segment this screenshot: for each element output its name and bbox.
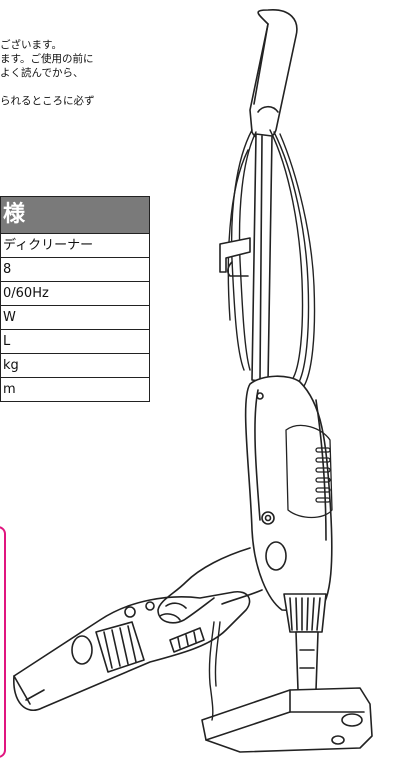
spec-row-power-consumption: W (1, 306, 149, 330)
spec-row-product-name: ディクリーナー (1, 234, 149, 258)
spec-row-capacity: L (1, 330, 149, 354)
dust-cup-filter (265, 541, 327, 633)
intro-line: られるところに必ず (0, 95, 95, 107)
floor-neck (295, 631, 319, 691)
intro-line: ございます。 (0, 39, 62, 51)
intro-line: ます。ご使用の前に (0, 53, 94, 65)
spec-table-header: 様 (1, 197, 149, 234)
handheld-vacuum-unit (13, 590, 251, 711)
intro-line: よく読んでから、 (0, 67, 84, 79)
spec-row-model: 8 (1, 258, 149, 282)
handle-grip (249, 9, 298, 141)
specifications-table: 様 ディクリーナー 8 0/60Hz W L kg m (0, 196, 150, 402)
vacuum-main-body (244, 375, 333, 613)
cord-hook (219, 237, 251, 277)
body-vent-slots (285, 424, 333, 519)
spec-row-cord-length: m (3, 382, 16, 397)
spec-row-power-frequency: 0/60Hz (1, 282, 149, 306)
wrapped-power-cord (227, 129, 316, 387)
main-shaft (251, 133, 273, 383)
handheld-power-cord (208, 621, 221, 721)
floor-brush-head (201, 687, 373, 753)
intro-paragraph: ございます。 ます。ご使用の前に よく読んでから、 られるところに必ず (0, 38, 150, 108)
hand-holding-vacuum (157, 547, 263, 624)
spec-row-weight: kg (1, 354, 149, 378)
